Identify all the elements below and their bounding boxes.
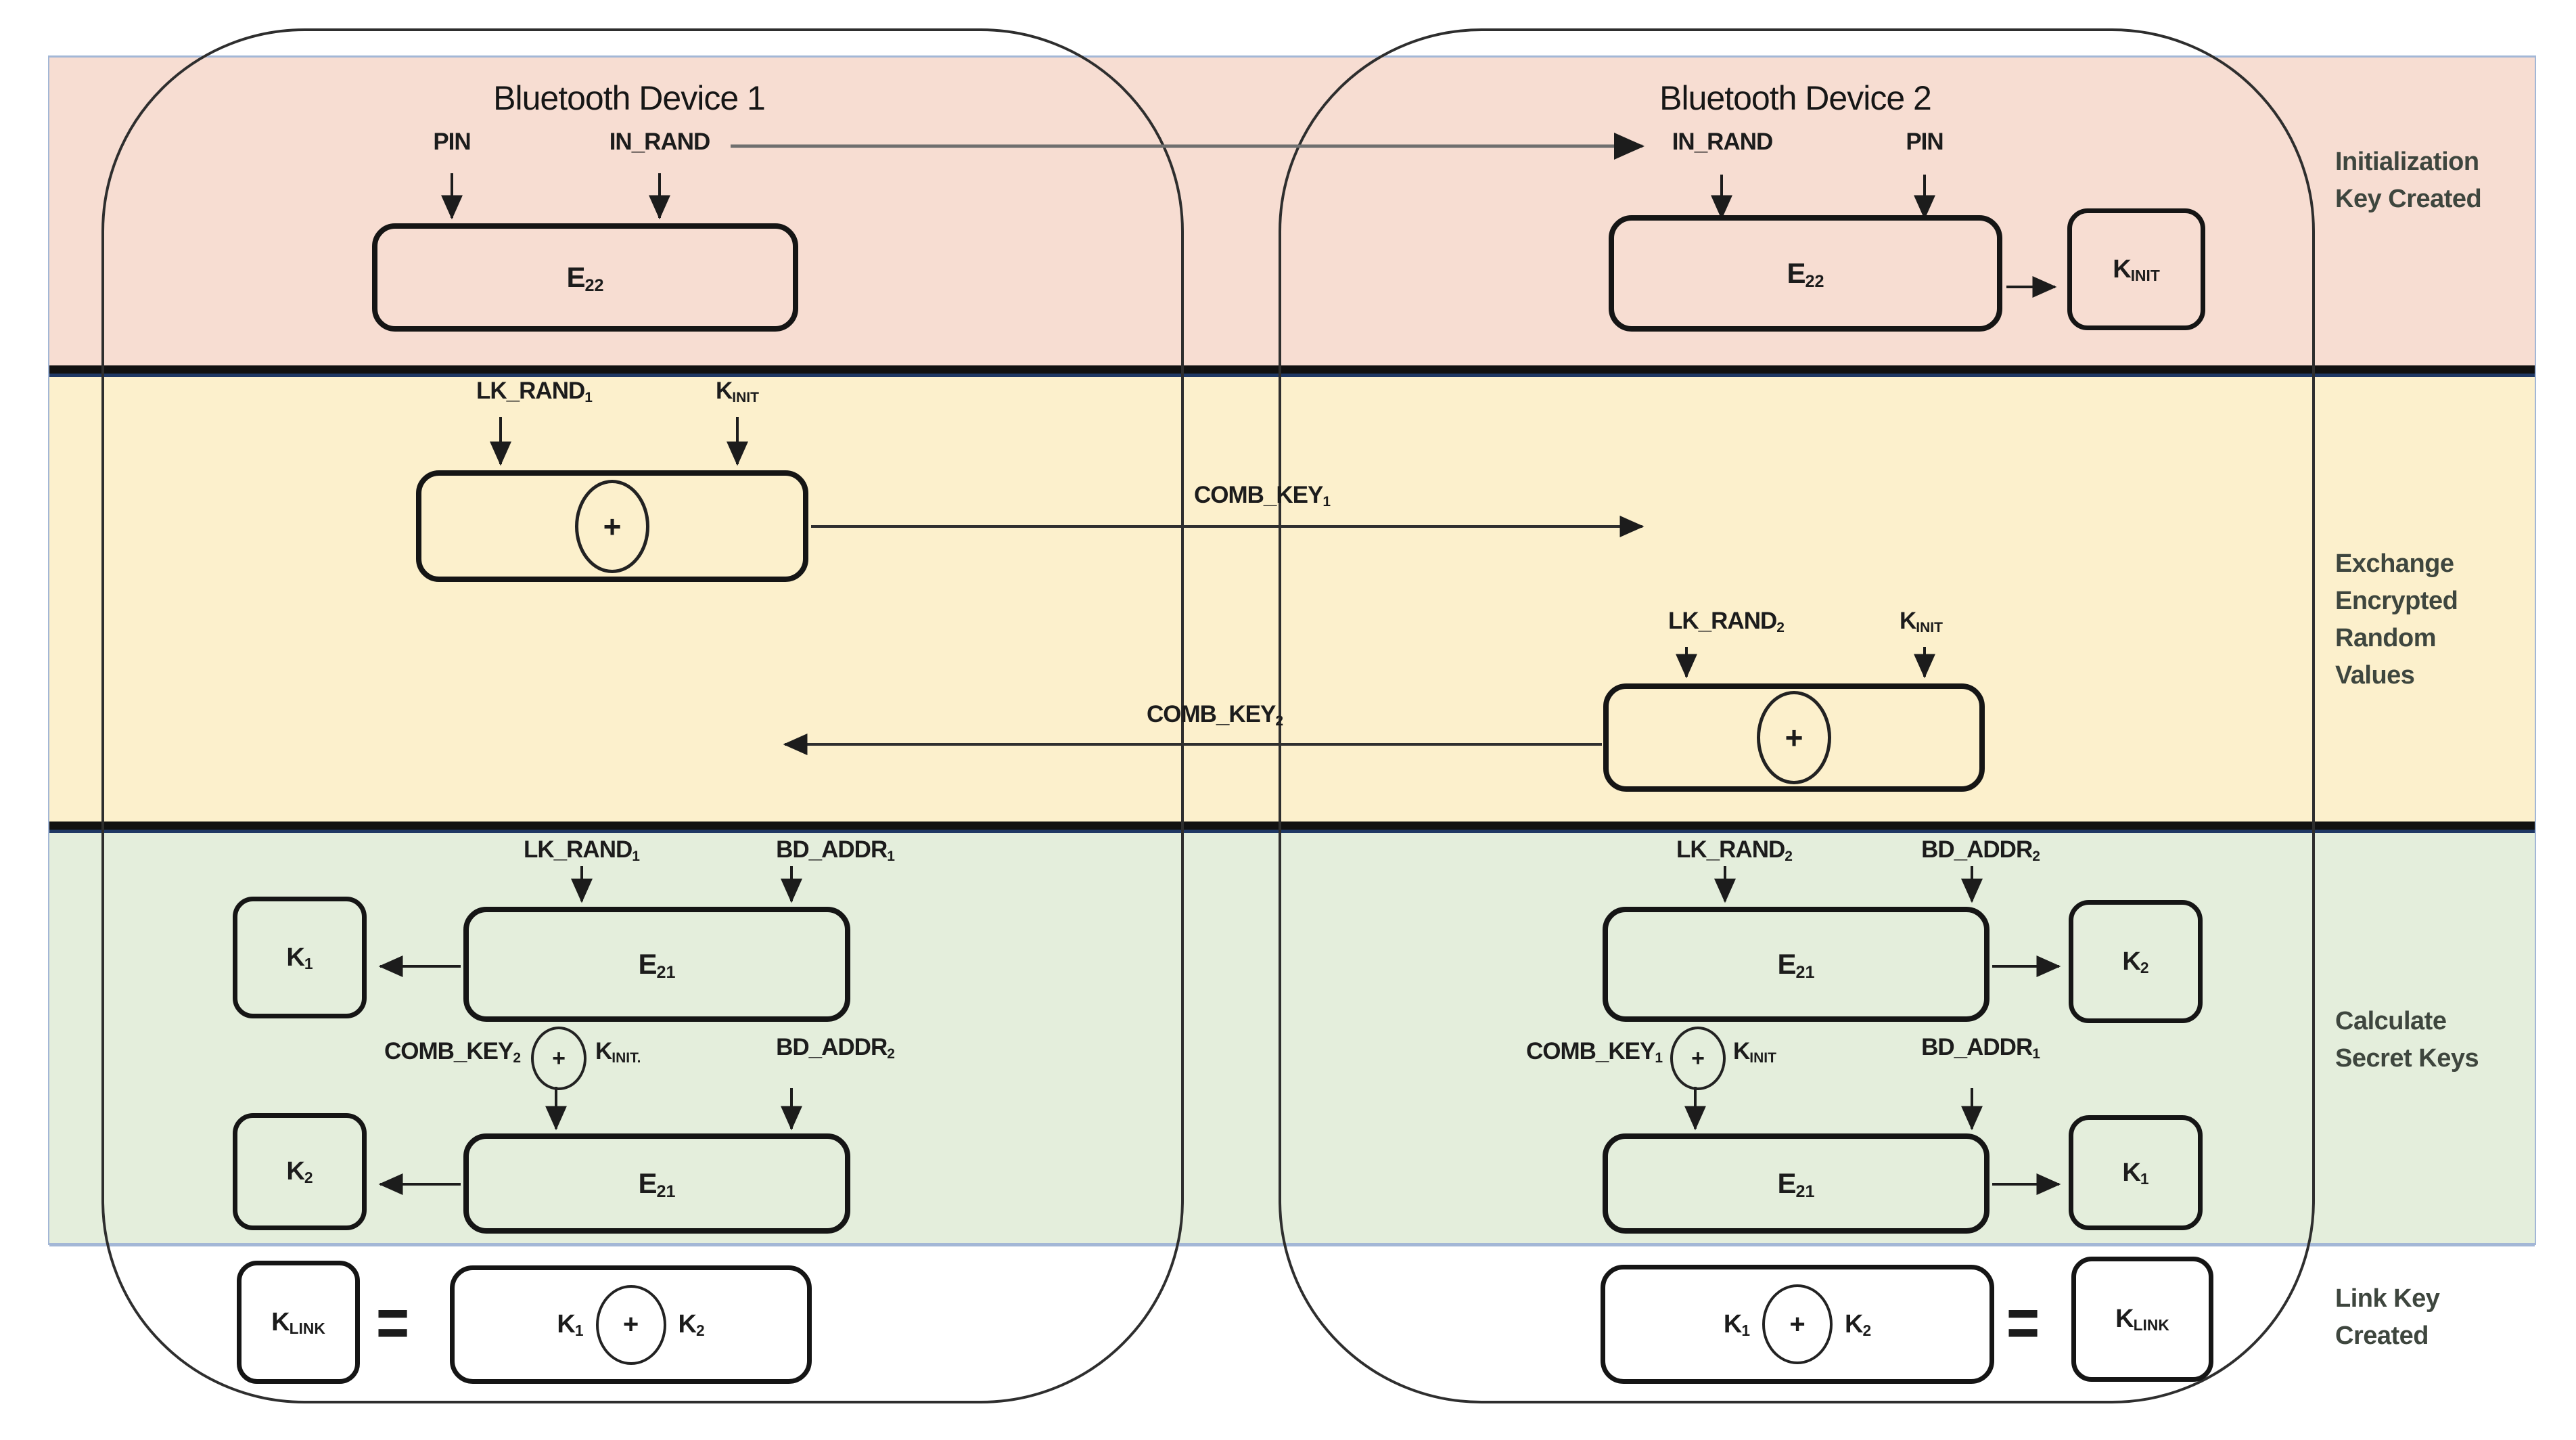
- e22-box-d1: E22: [372, 223, 798, 332]
- equals-sign-d2: =: [2006, 1282, 2040, 1362]
- xor-icon: +: [595, 1284, 666, 1365]
- k2-box-d2: K2: [2069, 900, 2203, 1023]
- pin-label-d1: PIN: [433, 129, 471, 155]
- kinit-label-green-d2: KINIT: [1733, 1038, 1776, 1066]
- e21-box-row2-d2: E21: [1603, 1133, 1990, 1234]
- equals-sign-d1: =: [376, 1282, 410, 1362]
- combkey1-label-green-d2: COMB_KEY1: [1525, 1038, 1663, 1066]
- inrand-label-d1: IN_RAND: [609, 129, 711, 155]
- bdaddr2-label-green-d1: BD_ADDR2: [776, 1034, 895, 1062]
- combkey1-flow-label: COMB_KEY1: [1194, 482, 1331, 510]
- k1-xor-k2-expression: K1 + K2: [557, 1284, 705, 1365]
- k1-xor-k2-expression: K1 + K2: [1724, 1284, 1871, 1364]
- k1-box-d1: K1: [233, 897, 367, 1018]
- combkey2-label-green-d1: COMB_KEY2: [384, 1038, 521, 1066]
- band-separator-2: [49, 822, 2535, 833]
- k1-box-d2: K1: [2069, 1115, 2203, 1230]
- xor-icon: +: [531, 1027, 586, 1090]
- combkey2-flow-label: COMB_KEY2: [1147, 701, 1284, 729]
- bdaddr1-label-green-d1: BD_ADDR1: [776, 836, 895, 864]
- kinit-label-green-d1: KINIT.: [595, 1038, 641, 1066]
- bdaddr2-label-green-d2: BD_ADDR2: [1921, 836, 2040, 864]
- klink-box-d1: KLINK: [237, 1261, 360, 1384]
- k2-box-d1: K2: [233, 1113, 367, 1230]
- kinit-box-d2: KINIT: [2067, 208, 2205, 330]
- kinit-label-yellow-d2: KINIT: [1900, 608, 1943, 635]
- xor-box-d1: +: [416, 470, 808, 582]
- band-separator-1: [49, 365, 2535, 377]
- device1-title: Bluetooth Device 1: [493, 79, 766, 117]
- k1-xor-k2-box-d2: K1 + K2: [1601, 1265, 1994, 1384]
- xor-icon: +: [1762, 1284, 1833, 1364]
- section-label-exchange: Exchange Encrypted Random Values: [2335, 549, 2458, 690]
- section-label-linkkey: Link Key Created: [2335, 1284, 2440, 1351]
- section-label-initialization: Initialization Key Created: [2335, 148, 2482, 214]
- lkrand2-label-green: LK_RAND2: [1676, 836, 1793, 864]
- e21-box-row1-d1: E21: [463, 907, 850, 1022]
- device2-container: [1279, 28, 2315, 1403]
- lkrand2-label-yellow: LK_RAND2: [1668, 608, 1785, 635]
- inrand-label-d2: IN_RAND: [1672, 129, 1774, 155]
- bdaddr1-label-green-d2: BD_ADDR1: [1921, 1034, 2040, 1062]
- e21-box-row1-d2: E21: [1603, 907, 1990, 1022]
- e21-box-row2-d1: E21: [463, 1133, 850, 1234]
- xor-icon: +: [575, 479, 649, 573]
- lkrand1-label-yellow: LK_RAND1: [476, 378, 593, 405]
- band-exchange: [49, 377, 2535, 822]
- pin-label-d2: PIN: [1906, 129, 1944, 155]
- lkrand1-label-green: LK_RAND1: [524, 836, 640, 864]
- xor-icon: +: [1670, 1027, 1726, 1090]
- klink-box-d2: KLINK: [2071, 1257, 2213, 1382]
- k1-xor-k2-box-d1: K1 + K2: [450, 1265, 812, 1384]
- xor-box-d2: +: [1603, 683, 1985, 792]
- device2-title: Bluetooth Device 2: [1659, 79, 1932, 117]
- kinit-label-yellow-d1: KINIT: [716, 378, 759, 405]
- section-label-calculate: Calculate Secret Keys: [2335, 1007, 2479, 1073]
- xor-icon: +: [1757, 691, 1831, 784]
- device1-container: [101, 28, 1184, 1403]
- e22-box-d2: E22: [1609, 215, 2002, 332]
